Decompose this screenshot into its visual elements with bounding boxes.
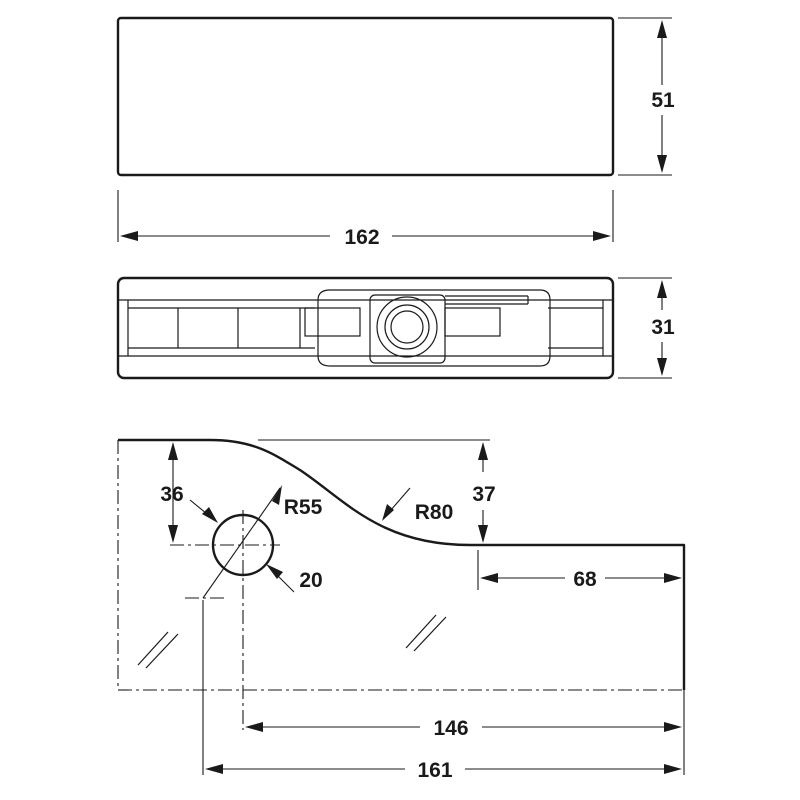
dimension-68: 68 <box>477 550 682 591</box>
dimension-37-label: 37 <box>472 483 495 506</box>
screw-boss <box>369 294 446 364</box>
dimension-r80-label: R80 <box>415 501 454 524</box>
dimension-36: 36 <box>160 442 218 543</box>
dimension-r55: R55 <box>185 485 323 599</box>
top-view-outline <box>116 16 615 177</box>
dimension-162-label: 162 <box>344 226 379 249</box>
dimension-146: 146 <box>245 717 682 740</box>
dimension-51: 51 <box>651 20 675 173</box>
dimension-20: 20 <box>266 564 323 593</box>
dimension-31: 31 <box>651 280 675 376</box>
dimension-162: 162 <box>120 226 611 249</box>
dimension-68-label: 68 <box>573 568 597 591</box>
glass-hatch-right <box>405 614 447 652</box>
dimension-31-label: 31 <box>651 316 675 339</box>
cutout-profile <box>118 438 686 690</box>
dimension-20-label: 20 <box>299 569 322 592</box>
cutout-view: 36 R55 R80 37 20 <box>117 438 686 782</box>
dimension-161: 161 <box>205 759 682 782</box>
dimension-161-label: 161 <box>417 759 452 782</box>
dimension-36-label: 36 <box>160 483 183 506</box>
dimension-37: 37 <box>472 442 496 543</box>
side-view-outline <box>116 276 615 380</box>
dimension-51-label: 51 <box>651 89 675 112</box>
screw-hole-middle <box>384 304 430 350</box>
clamp-body <box>317 289 551 367</box>
dimension-r55-label: R55 <box>284 496 323 519</box>
screw-hole-outer <box>376 296 438 358</box>
dimension-r80: R80 <box>382 487 454 524</box>
dimension-146-label: 146 <box>433 717 468 740</box>
screw-hole-inner <box>390 310 424 344</box>
side-view: 31 <box>116 276 675 380</box>
top-view: 51 162 <box>116 16 675 249</box>
glass-hatch-left <box>137 631 179 669</box>
